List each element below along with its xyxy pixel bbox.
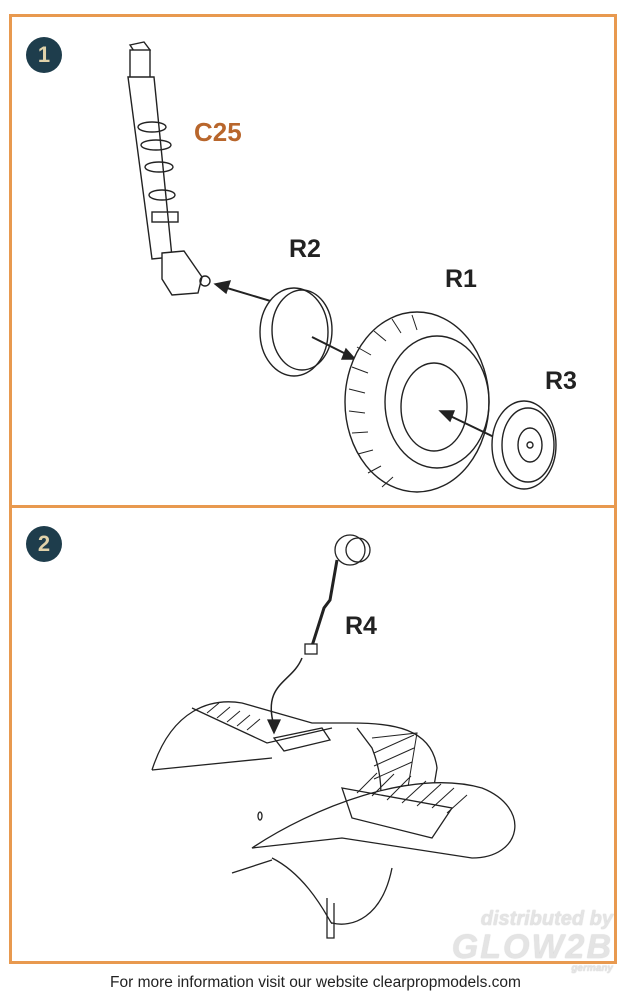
part-label-r4: R4 [345,612,377,640]
leg-r4-drawing [304,534,371,655]
footer: For more information visit our website c… [0,974,631,992]
part-label-r3: R3 [545,367,577,395]
part-label-c25: C25 [194,117,242,147]
strut-c25-drawing [127,41,211,296]
wheel-assembly-diagram [127,41,557,493]
website-link[interactable]: clearpropmodels.com [372,974,521,991]
aircraft-wing-drawing [151,701,516,939]
footer-text: For more information visit our website [110,974,373,991]
watermark-line1: distributed by [480,908,613,930]
wing-installation-diagram [151,534,516,939]
distributor-watermark: distributed by GLOW2B germany [452,908,613,974]
wheel-r3-drawing [491,400,557,490]
step-number-badge: 2 [26,526,62,562]
hub-cap-r2-drawing [259,287,333,377]
step-number-badge: 1 [26,37,62,73]
watermark-logo: GLOW2B [451,928,613,966]
watermark-line3: germany [571,963,613,974]
part-label-r2: R2 [289,235,321,263]
step-1-panel: 1 [9,14,617,508]
tire-r1-drawing [344,311,490,493]
step-2-panel: 2 R4 [9,505,617,964]
part-label-r1: R1 [445,265,477,293]
